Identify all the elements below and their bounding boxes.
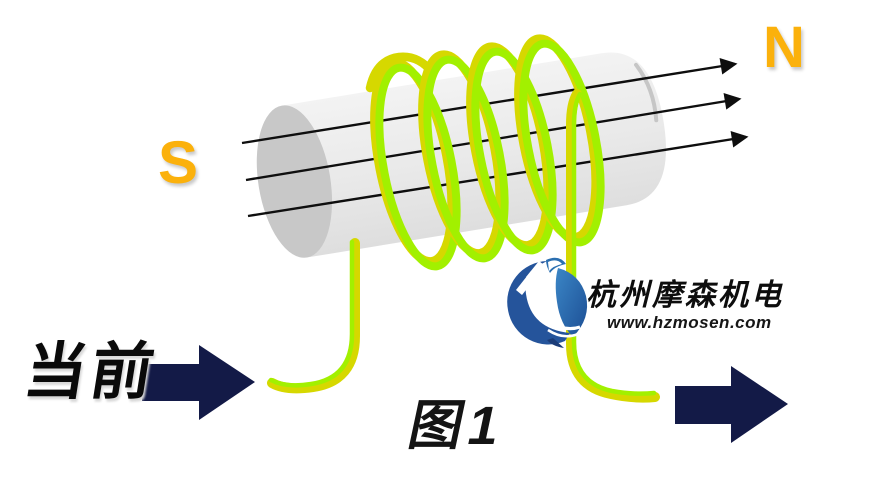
north-pole-label: N bbox=[763, 15, 805, 80]
logo-globe-icon bbox=[507, 257, 588, 348]
coil-lead-right bbox=[566, 89, 660, 403]
current-label: 当前 bbox=[19, 338, 163, 407]
figure-caption: 图1 bbox=[403, 396, 511, 456]
current-arrows bbox=[142, 345, 788, 443]
watermark-company-name: 杭州摩森机电 bbox=[586, 279, 784, 312]
coil-lead-left bbox=[267, 238, 360, 394]
solenoid-core bbox=[256, 52, 666, 258]
current-arrow-left bbox=[142, 345, 255, 420]
south-pole-label: S bbox=[158, 129, 199, 196]
current-arrow-right bbox=[675, 366, 788, 443]
coil-winding bbox=[365, 34, 605, 271]
core-end-cap bbox=[256, 105, 333, 258]
watermark-website: www.hzmosen.com bbox=[607, 313, 772, 332]
